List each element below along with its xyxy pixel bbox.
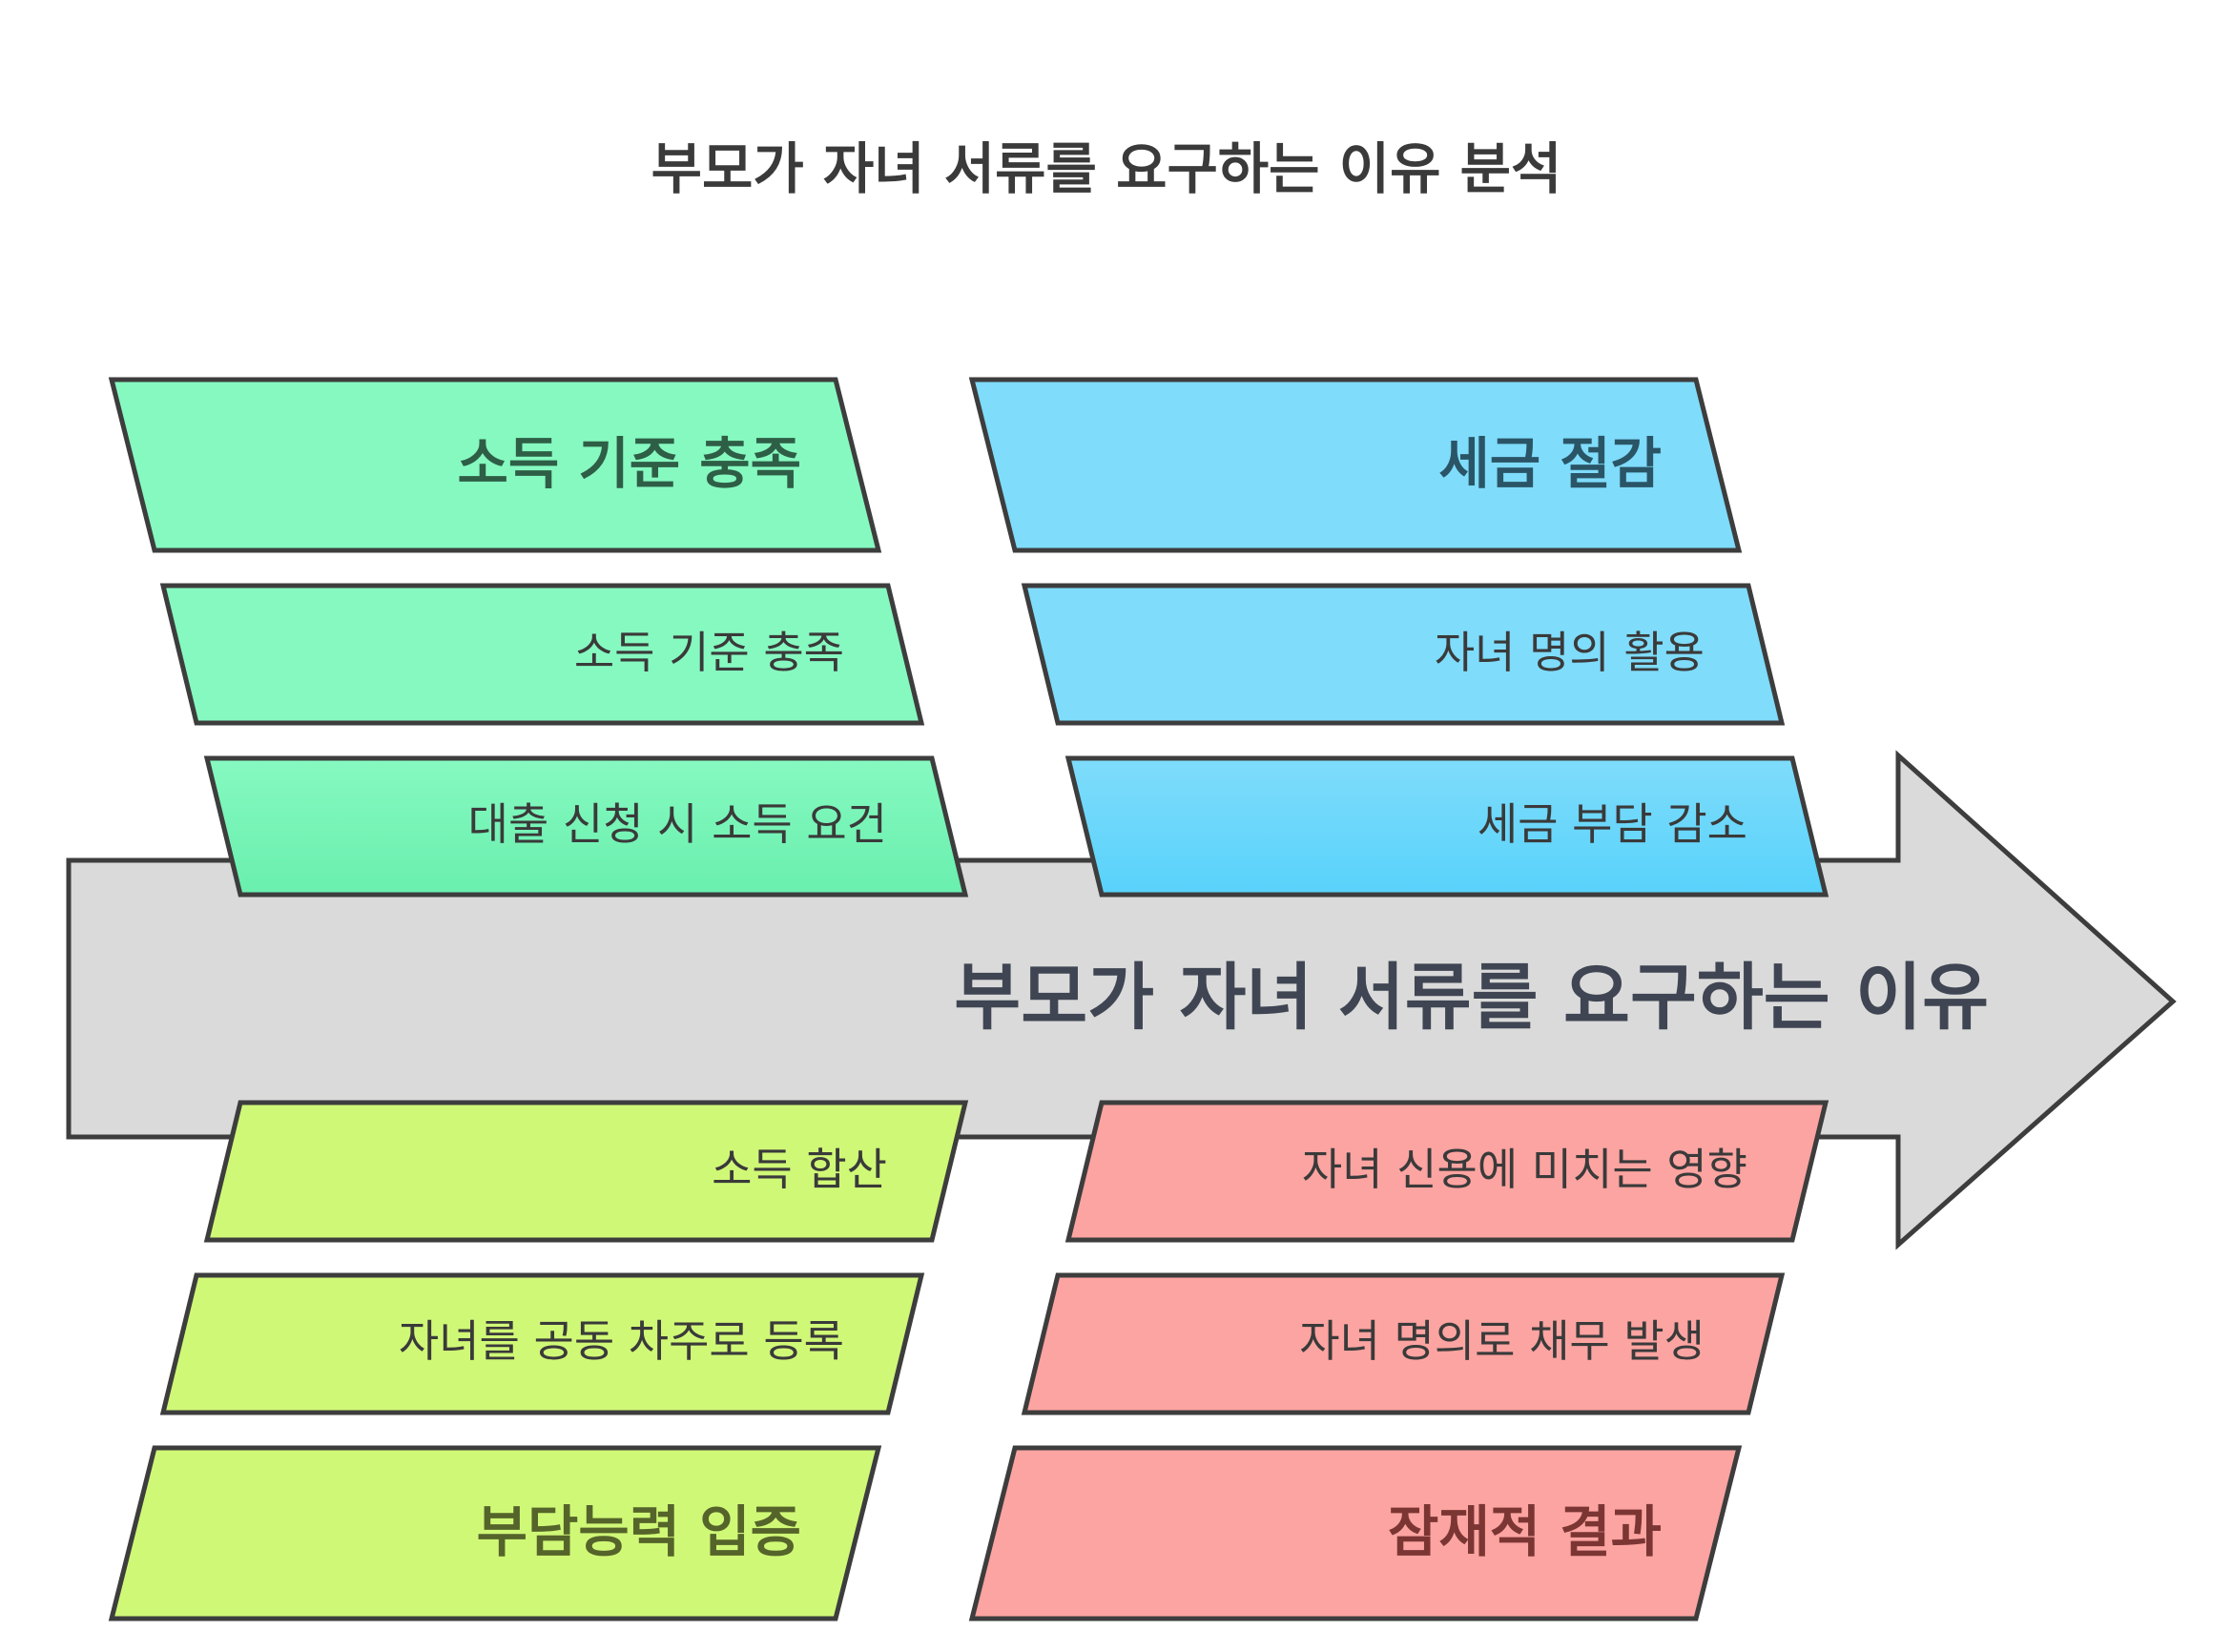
branch-results-item-box — [1021, 1272, 1786, 1415]
branch-income-heading: 소득 기준 충족 — [457, 431, 801, 496]
spine-label: 부모가 자녀 서류를 요구하는 이유 — [954, 955, 1989, 1040]
branch-ability: 소득 합산 자녀를 공동 차주로 등록 부담능력 입증 — [108, 1100, 969, 1621]
branch-tax-item-box — [1021, 583, 1786, 726]
branch-ability-item-box — [159, 1272, 925, 1415]
branch-income-item-box — [159, 583, 925, 726]
branch-tax-item-1: 자녀 명의 활용 — [1435, 627, 1705, 678]
branch-ability-item-box — [203, 1100, 969, 1243]
branch-ability-item-2: 자녀를 공동 차주로 등록 — [399, 1315, 844, 1367]
branch-tax-item-2: 세금 부담 감소 — [1478, 798, 1747, 850]
branch-results: 자녀 신용에 미치는 영향 자녀 명의로 채무 발생 잠재적 결과 — [968, 1100, 1829, 1621]
branch-ability-heading: 부담능력 입증 — [477, 1499, 801, 1564]
branch-results-item-box — [1064, 1100, 1829, 1243]
branch-results-heading: 잠재적 결과 — [1388, 1499, 1662, 1564]
branch-ability-heading-box — [108, 1445, 882, 1621]
branch-tax-heading-box — [968, 377, 1743, 553]
branch-income: 소득 기준 충족 소득 기준 충족 대출 신청 시 소득 요건 — [108, 377, 969, 898]
branch-tax-heading: 세금 절감 — [1438, 431, 1662, 496]
branch-results-item-2: 자녀 명의로 채무 발생 — [1299, 1315, 1705, 1367]
diagram-title: 부모가 자녀 서류를 요구하는 이유 분석 — [651, 136, 1562, 201]
branch-income-item-2: 대출 신청 시 소득 요건 — [468, 798, 887, 850]
branch-results-item-1: 자녀 신용에 미치는 영향 — [1302, 1144, 1747, 1195]
branch-results-heading-box — [968, 1445, 1743, 1621]
branch-ability-item-1: 소득 합산 — [712, 1144, 887, 1195]
branch-income-heading-box — [108, 377, 882, 553]
branch-tax: 세금 절감 자녀 명의 활용 세금 부담 감소 — [968, 377, 1829, 898]
branch-tax-item-box — [1064, 755, 1829, 898]
branch-income-item-1: 소득 기준 충족 — [574, 627, 844, 678]
branch-income-item-box — [203, 755, 969, 898]
